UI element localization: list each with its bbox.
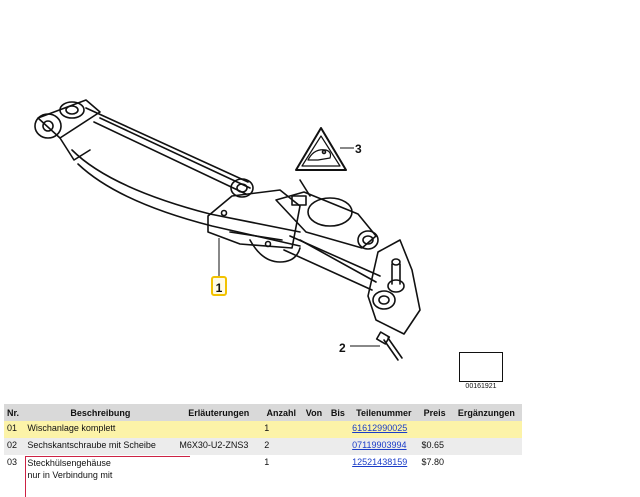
cell-ergaenzungen xyxy=(450,438,522,455)
table-row[interactable]: 03 Steckhülsengehäuse nur in Verbindung … xyxy=(4,455,522,497)
cell-beschreibung: Steckhülsengehäuse nur in Verbindung mit xyxy=(24,455,191,497)
description-line-1: Steckhülsengehäuse xyxy=(27,458,111,468)
description-note-frame xyxy=(25,456,191,497)
parts-table: Nr. Beschreibung Erläuterungen Anzahl Vo… xyxy=(4,404,522,497)
hex-screw xyxy=(375,331,403,361)
caution-label-icon xyxy=(295,127,347,171)
cell-nr: 03 xyxy=(4,455,25,483)
header-bis: Bis xyxy=(326,404,350,421)
cell-ergaenzungen xyxy=(450,455,522,483)
cell-bis xyxy=(326,455,350,483)
reference-image-box xyxy=(459,352,503,382)
wiper-linkage-diagram xyxy=(34,99,497,379)
callout-1[interactable]: 1 xyxy=(211,276,227,296)
wiper-motor xyxy=(275,179,379,250)
cell-nr: 02 xyxy=(4,438,25,455)
header-beschreibung: Beschreibung xyxy=(24,404,177,421)
cell-von xyxy=(301,455,327,483)
header-ergaenzungen: Ergänzungen xyxy=(450,404,522,421)
part-number-link[interactable]: 12521438159 xyxy=(349,455,419,483)
part-number-link[interactable]: 07119903994 xyxy=(349,438,419,455)
right-link-rod xyxy=(283,235,381,291)
header-erlaeuterungen: Erläuterungen xyxy=(176,404,262,421)
cell-bis xyxy=(326,438,350,455)
cell-anzahl: 1 xyxy=(261,455,302,483)
cell-bis xyxy=(326,421,350,438)
cell-preis xyxy=(418,421,451,438)
header-von: Von xyxy=(301,404,327,421)
cell-nr: 01 xyxy=(4,421,25,438)
description-line-2: nur in Verbindung mit xyxy=(27,470,113,480)
cell-erlaeuterungen: M6X30-U2-ZNS3 xyxy=(176,438,262,455)
callout-2[interactable]: 2 xyxy=(339,341,346,355)
lower-tube xyxy=(71,149,301,247)
header-anzahl: Anzahl xyxy=(261,404,302,421)
cell-ergaenzungen xyxy=(450,421,522,438)
table-row[interactable]: 01 Wischanlage komplett 1 61612990025 xyxy=(4,421,522,438)
header-teilenummer: Teilenummer xyxy=(349,404,419,421)
callout-3[interactable]: 3 xyxy=(355,142,362,156)
left-wiper-pivot xyxy=(34,99,101,161)
cell-preis: $7.80 xyxy=(418,455,451,483)
cell-preis: $0.65 xyxy=(418,438,451,455)
cell-erlaeuterungen xyxy=(176,421,262,438)
right-wiper-pivot xyxy=(367,239,421,335)
parts-table-header: Nr. Beschreibung Erläuterungen Anzahl Vo… xyxy=(4,404,522,421)
part-number-link[interactable]: 61612990025 xyxy=(349,421,419,438)
header-nr: Nr. xyxy=(4,404,25,421)
cell-beschreibung: Sechskantschraube mit Scheibe xyxy=(24,438,177,455)
motor-bracket xyxy=(207,178,301,263)
header-preis: Preis xyxy=(418,404,451,421)
cell-anzahl: 2 xyxy=(261,438,302,455)
table-row[interactable]: 02 Sechskantschraube mit Scheibe M6X30-U… xyxy=(4,438,522,455)
cell-von xyxy=(301,438,327,455)
cell-anzahl: 1 xyxy=(261,421,302,438)
cell-erlaeuterungen xyxy=(176,455,262,483)
main-link-rod xyxy=(85,107,251,195)
description-block: Steckhülsengehäuse nur in Verbindung mit xyxy=(25,456,191,497)
reference-number: 00161921 xyxy=(465,383,497,390)
cell-von xyxy=(301,421,327,438)
cell-beschreibung: Wischanlage komplett xyxy=(24,421,177,438)
